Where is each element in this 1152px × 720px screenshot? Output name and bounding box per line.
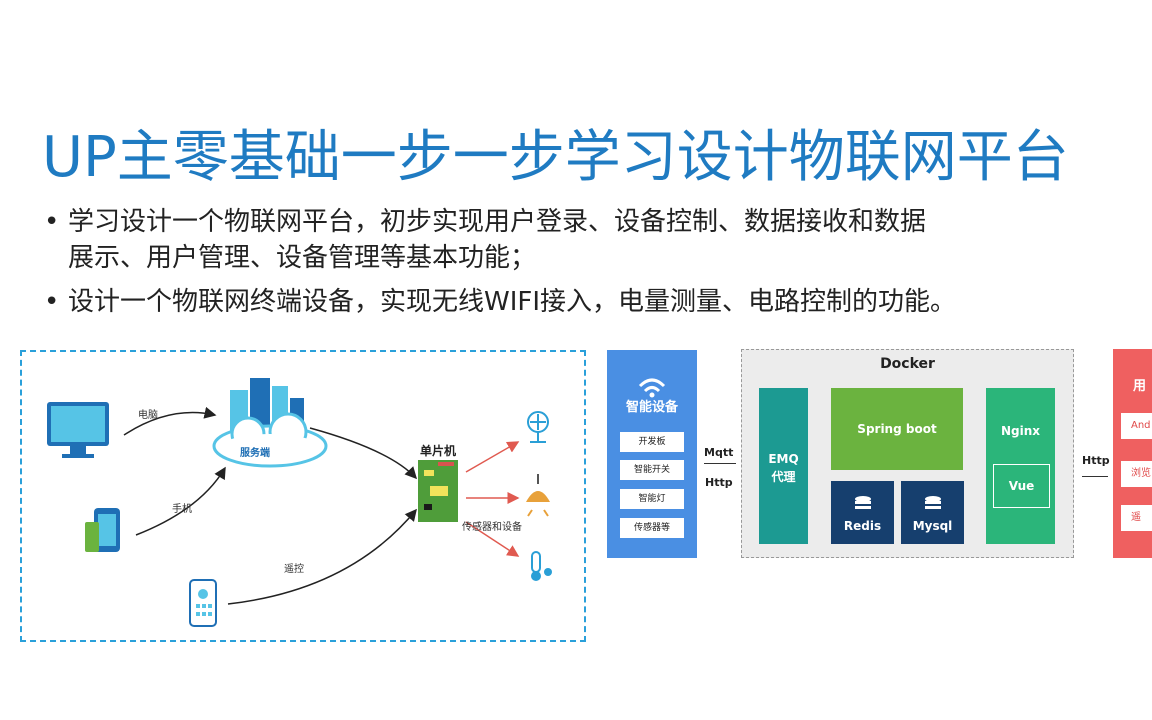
bullet-list: • 学习设计一个物联网平台，初步实现用户登录、设备控制、数据接收和数据 展示、用… bbox=[40, 204, 1150, 328]
mqtt-label: Mqtt bbox=[704, 446, 734, 459]
phone-icon bbox=[85, 508, 120, 552]
http-label: Http bbox=[705, 476, 733, 489]
bullet-text: 学习设计一个物联网平台，初步实现用户登录、设备控制、数据接收和数据 bbox=[68, 207, 927, 237]
device-item: 开发板 bbox=[620, 432, 684, 452]
wifi-icon bbox=[638, 378, 666, 398]
arrow-computer-server bbox=[123, 406, 217, 436]
diagram-graphics bbox=[47, 378, 552, 627]
thermometer-icon bbox=[531, 551, 552, 581]
connector-line-right bbox=[1082, 476, 1108, 477]
bullet-text: 设计一个物联网终端设备，实现无线WIFI接入，电量测量、电路控制的功能。 bbox=[68, 287, 956, 317]
arrow-mcu-sensor bbox=[465, 521, 520, 557]
mysql-label: Mysql bbox=[912, 519, 953, 533]
smart-device-panel: 智能设备 开发板 智能开关 智能灯 传感器等 bbox=[607, 350, 697, 558]
user-panel-item: 遥 bbox=[1121, 505, 1152, 531]
fan-icon bbox=[527, 411, 549, 443]
remote-icon bbox=[189, 579, 217, 627]
iot-overview-diagram: 电脑 手机 遥控 服务端 单片机 传感器和设备 bbox=[20, 350, 586, 642]
http-label-right: Http bbox=[1082, 454, 1110, 467]
redis-label: Redis bbox=[843, 519, 882, 533]
bullet-text: 展示、用户管理、设备管理等基本功能； bbox=[68, 243, 537, 273]
lamp-icon bbox=[526, 474, 550, 517]
arrow-phone-server bbox=[135, 466, 226, 536]
bullet-item: • 设计一个物联网终端设备，实现无线WIFI接入，电量测量、电路控制的功能。 bbox=[40, 284, 1150, 320]
phone-label: 手机 bbox=[172, 504, 192, 515]
mysql-block: Mysql bbox=[901, 481, 964, 544]
emq-label: EMQ bbox=[768, 452, 799, 466]
user-panel-item: 浏览 bbox=[1121, 461, 1152, 487]
server-label: 服务端 bbox=[240, 448, 270, 459]
remote-label: 遥控 bbox=[284, 564, 304, 575]
redis-block: Redis bbox=[831, 481, 894, 544]
vue-block: Vue bbox=[993, 464, 1050, 508]
bullet-dot: • bbox=[44, 287, 60, 317]
user-panel-title: 用 bbox=[1133, 379, 1147, 394]
emq-sublabel: 代理 bbox=[771, 470, 796, 484]
nginx-block: Nginx Vue bbox=[986, 388, 1055, 544]
arrow-remote-mcu bbox=[227, 508, 417, 605]
smart-device-title: 智能设备 bbox=[625, 400, 678, 415]
docker-container: Docker EMQ 代理 Spring boot Redis Mysql Ng… bbox=[741, 349, 1074, 558]
device-item: 传感器等 bbox=[620, 518, 684, 538]
database-icon bbox=[855, 496, 871, 509]
connector-line bbox=[704, 463, 736, 464]
device-item: 智能开关 bbox=[620, 460, 684, 480]
docker-title: Docker bbox=[880, 356, 935, 372]
mcu-board-icon bbox=[418, 460, 458, 522]
database-icon bbox=[925, 496, 941, 509]
arrow-server-mcu bbox=[309, 427, 418, 480]
device-item: 智能灯 bbox=[620, 489, 684, 509]
page-title: UP主零基础一步一步学习设计物联网平台 bbox=[42, 125, 1069, 190]
mcu-label: 单片机 bbox=[420, 444, 457, 458]
computer-label: 电脑 bbox=[138, 410, 158, 421]
bullet-item: • 学习设计一个物联网平台，初步实现用户登录、设备控制、数据接收和数据 展示、用… bbox=[40, 204, 1150, 276]
bullet-dot: • bbox=[44, 207, 60, 237]
arrow-mcu-fan bbox=[465, 441, 520, 473]
user-panel: 用 And 浏览 遥 bbox=[1113, 349, 1152, 558]
cloud-server-icon bbox=[212, 378, 328, 468]
computer-icon bbox=[47, 402, 109, 458]
emq-broker-block: EMQ 代理 bbox=[759, 388, 808, 544]
spring-boot-block: Spring boot bbox=[831, 388, 963, 470]
user-panel-item: And bbox=[1121, 413, 1152, 439]
nginx-label: Nginx bbox=[1000, 424, 1041, 438]
sensor-label: 传感器和设备 bbox=[462, 522, 522, 533]
